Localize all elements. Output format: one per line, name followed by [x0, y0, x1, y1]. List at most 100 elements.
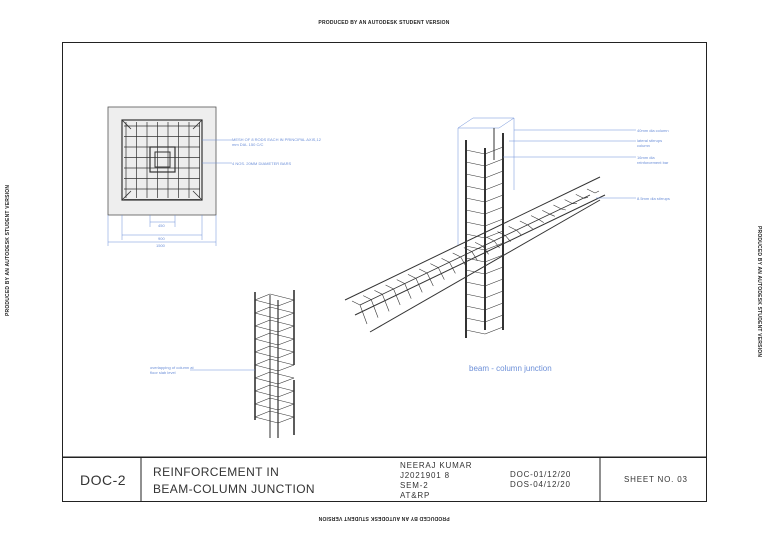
rebar-line — [269, 293, 295, 301]
rebar-line — [269, 345, 295, 353]
rebar-line — [277, 325, 295, 333]
rebar-line — [465, 329, 486, 335]
rebar-line — [382, 294, 390, 312]
rebar-line — [465, 245, 486, 251]
iso-label-c: 16mm dia reinforcement bar — [637, 155, 669, 165]
rebar-line — [254, 306, 271, 314]
rebar-line — [465, 257, 486, 263]
rebar-line — [484, 302, 504, 311]
beam-cage — [344, 176, 606, 333]
junction-column — [457, 117, 515, 338]
rebar-line — [484, 266, 504, 275]
rebar-line — [486, 236, 495, 242]
rebar-line — [269, 319, 295, 327]
rebar-line — [594, 190, 600, 194]
rebar-line — [351, 300, 361, 306]
roll-number: J2021901 8 — [400, 471, 450, 480]
rebar-line — [553, 204, 562, 210]
rebar-line — [441, 258, 450, 263]
rebar-line — [254, 410, 271, 418]
rebar-line — [438, 267, 445, 280]
student-name: NEERAJ KUMAR — [400, 461, 473, 470]
rebar-line — [465, 185, 486, 191]
rebar-line — [254, 293, 271, 301]
rebar-line — [465, 209, 486, 215]
rebar-line — [484, 218, 504, 227]
rebar-line — [404, 283, 412, 299]
rebar-line — [484, 290, 504, 299]
iso-label-a: 40mm dia column — [637, 128, 669, 133]
rebar-line — [359, 304, 368, 325]
rebar-line — [586, 188, 596, 194]
rebar-line — [254, 332, 271, 340]
rebar-line — [550, 214, 555, 217]
rebar-line — [484, 314, 504, 323]
drawing-title-line2: BEAM-COLUMN JUNCTION — [153, 482, 316, 496]
rebar-line — [277, 377, 295, 385]
rebar-line — [465, 281, 486, 287]
rebar-line — [393, 288, 401, 306]
rebar-line — [254, 364, 279, 372]
rebar-line — [269, 384, 295, 392]
rebar-line — [254, 351, 279, 359]
dos-date: DOS-04/12/20 — [510, 480, 571, 489]
rebar-line — [277, 312, 295, 320]
rebar-line — [484, 194, 504, 203]
rebar-line — [277, 364, 295, 372]
rebar-line — [277, 351, 295, 359]
dim-label-2: 900 — [158, 236, 165, 241]
doc-date: DOC-01/12/20 — [510, 470, 572, 479]
watermark-top: PRODUCED BY AN AUTODESK STUDENT VERSION — [318, 20, 450, 26]
dim-label-1: 450 — [158, 223, 165, 228]
rebar-line — [465, 197, 486, 203]
rebar-line — [474, 242, 484, 247]
rebar-line — [430, 263, 439, 268]
drawing-title-line1: REINFORCEMENT IN — [153, 465, 280, 479]
rebar-line — [363, 295, 372, 300]
rebar-line — [465, 161, 486, 167]
rebar-line — [505, 235, 511, 242]
rebar-line — [465, 293, 486, 299]
rebar-line — [269, 358, 295, 366]
rebar-line — [465, 233, 486, 239]
rebar-line — [254, 319, 271, 327]
rebar-line — [254, 299, 279, 307]
rebar-line — [484, 206, 504, 215]
rebar-line — [484, 182, 504, 191]
drawing-sheet-border — [62, 42, 707, 502]
rebar-line — [269, 332, 295, 340]
rebar-line — [254, 403, 279, 411]
bars-label: 4 NOS. 20MM DIAMETER BARS — [232, 161, 292, 166]
rebar-line — [407, 274, 417, 279]
plan-dimensions — [107, 139, 232, 246]
rebar-line — [254, 397, 271, 405]
rebar-line — [575, 194, 584, 199]
rebar-line — [561, 208, 566, 211]
rebar-line — [542, 210, 551, 215]
rebar-line — [269, 397, 295, 405]
rebar-line — [254, 325, 279, 333]
rebar-line — [583, 197, 589, 199]
doc-number: DOC-2 — [80, 472, 127, 488]
rebar-line — [426, 272, 434, 287]
rebar-line — [465, 149, 486, 155]
sheet-number: SHEET NO. 03 — [624, 475, 688, 484]
rebar-line — [519, 220, 528, 226]
footing-plan — [107, 106, 217, 216]
junction-caption: beam - column junction — [469, 364, 552, 373]
semester: SEM-2 — [400, 481, 429, 490]
rebar-line — [484, 146, 504, 155]
column-overlap-label: overlapping of column at floor slab leve… — [150, 365, 194, 375]
rebar-line — [254, 390, 279, 398]
dim-label-3: 1500 — [156, 243, 165, 248]
rebar-line — [254, 358, 271, 366]
column-cage — [190, 290, 295, 438]
rebar-line — [277, 299, 295, 307]
rebar-line — [374, 290, 383, 295]
rebar-line — [385, 284, 394, 290]
rebar-line — [254, 312, 279, 320]
rebar-line — [269, 410, 295, 418]
rebar-line — [530, 215, 540, 220]
rebar-line — [415, 278, 423, 293]
rebar-line — [494, 240, 500, 249]
